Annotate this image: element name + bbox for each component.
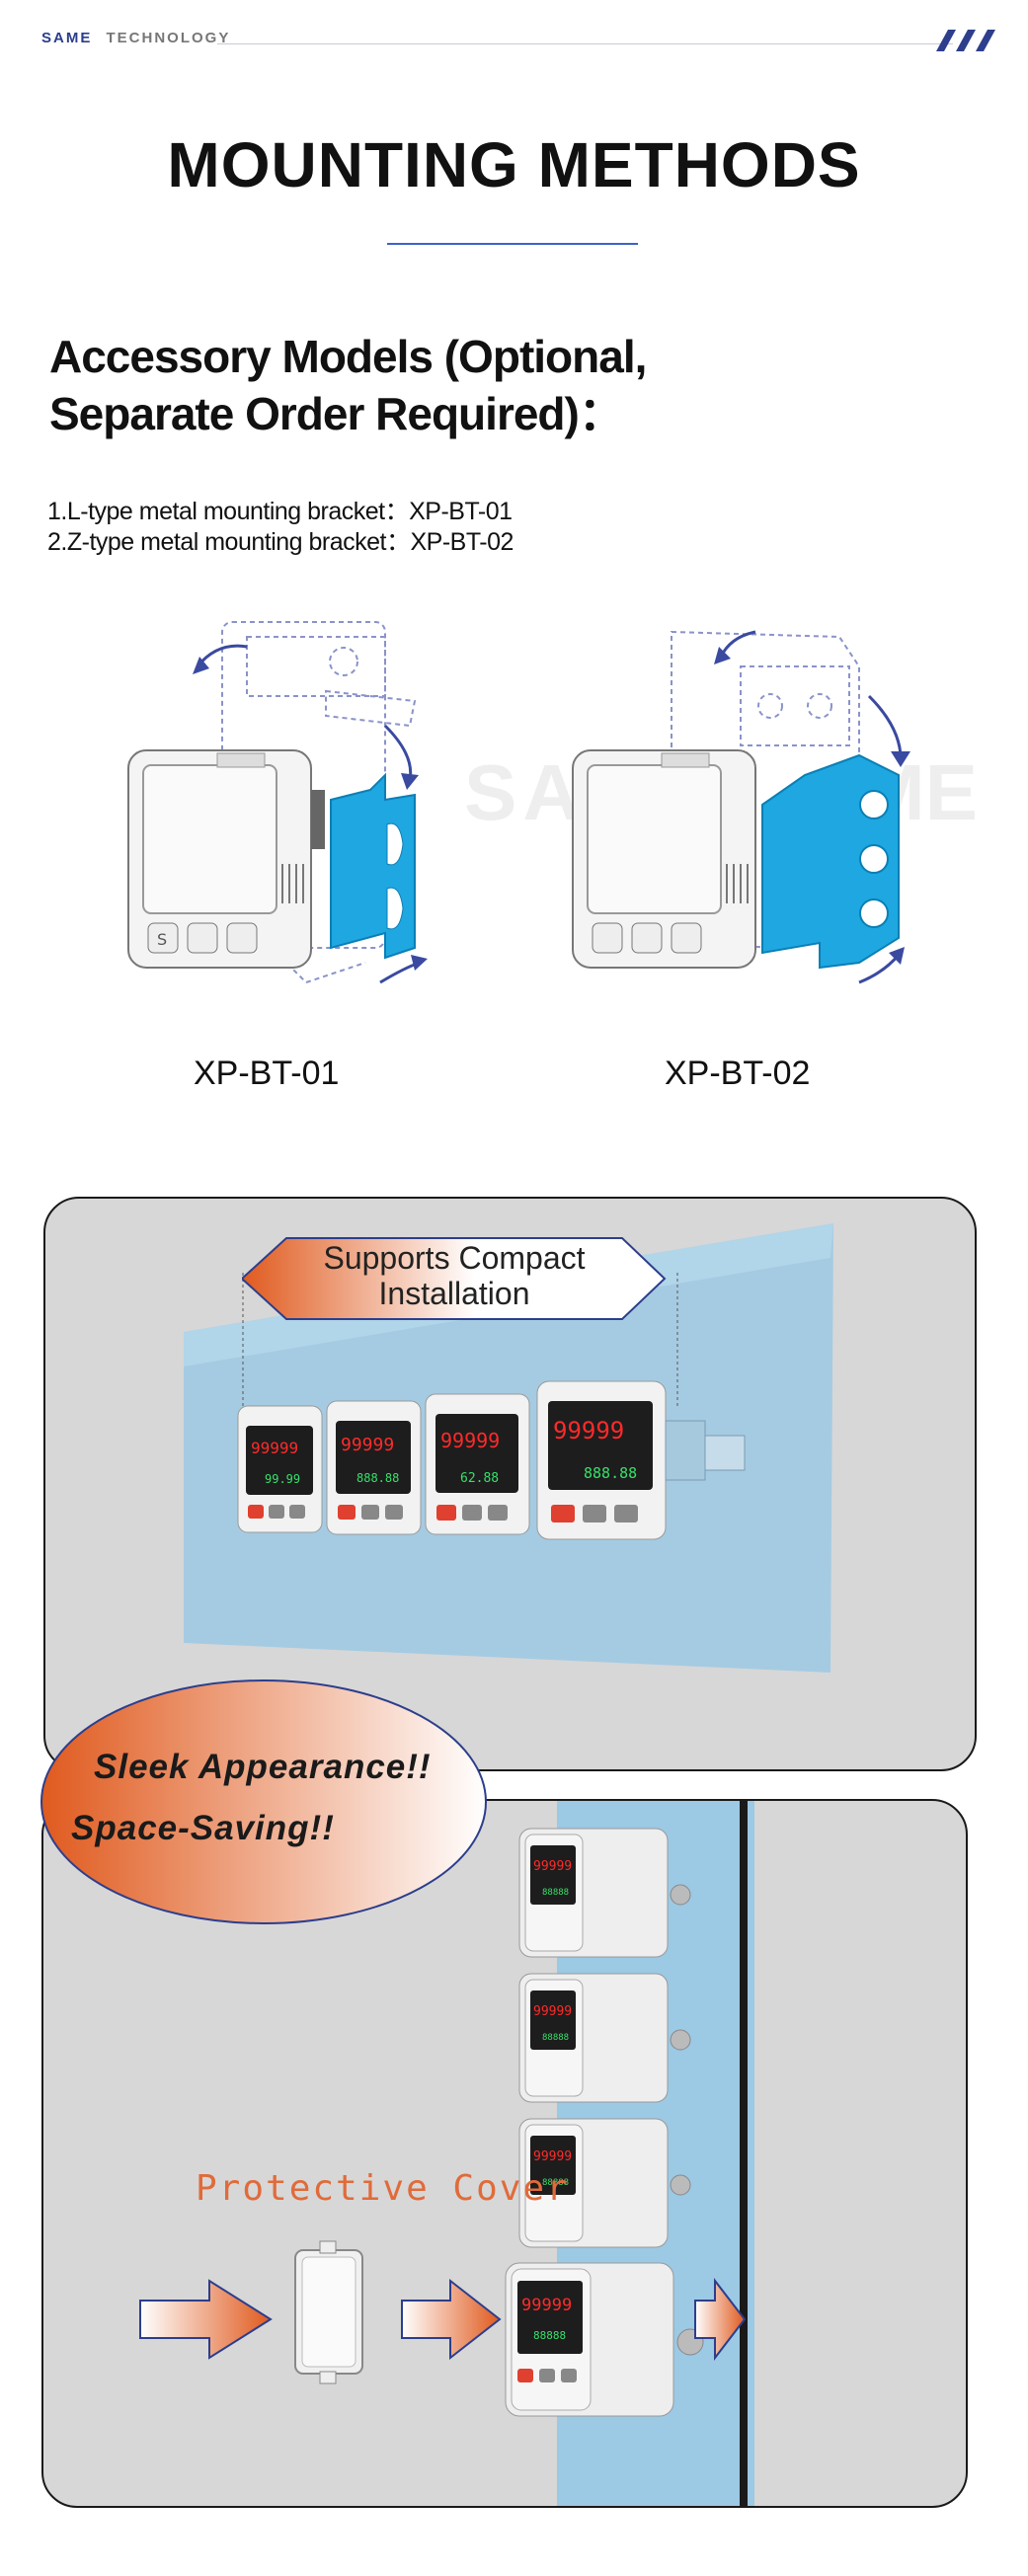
product-xp-bt-01-image: S [127,621,428,984]
sleek-installation-image: 99999 88888 99999 88888 99999 88888 [139,1801,754,2506]
svg-text:99999: 99999 [533,1859,572,1874]
protective-cover-image [294,2240,363,2384]
display-digits-4: 99999 [553,1417,624,1444]
sleek-badge [40,1679,487,1924]
sleek-badge-line2: Space-Saving!! [71,1809,335,1847]
sleek-badge-line1: Sleek Appearance!! [94,1748,432,1786]
page-title: MOUNTING METHODS [167,129,861,200]
svg-text:99999: 99999 [521,2296,572,2315]
compact-label-line2: Installation [378,1276,530,1311]
protective-cover-label: Protective Cover [196,2168,570,2209]
svg-text:88888: 88888 [542,2178,569,2188]
brand-logo: SAME TECHNOLOGY [41,30,230,46]
sub-digits-3: 62.88 [460,1471,499,1486]
model-label-xp-bt-02: XP-BT-02 [665,1054,811,1092]
accessory-heading-line2: Separate Order Required)： [49,388,624,439]
header-divider [217,43,953,44]
accessory-heading: Accessory Models (Optional, Separate Ord… [49,328,741,442]
display-digits-3: 99999 [440,1429,500,1452]
slashes-decoration-icon [936,30,995,51]
svg-text:88888: 88888 [542,2033,569,2043]
title-underline [387,243,638,245]
sub-digits-1: 99.99 [265,1472,300,1486]
accessory-heading-line1: Accessory Models (Optional, [49,331,647,382]
sub-digits-4: 888.88 [584,1464,637,1482]
svg-text:88888: 88888 [533,2329,566,2342]
svg-text:88888: 88888 [542,1888,569,1898]
brand-name: SAME [41,30,93,46]
bracket-illustrations: SAME ME S [127,621,978,984]
display-digits-2: 99999 [341,1435,394,1455]
model-label-xp-bt-01: XP-BT-01 [194,1054,340,1092]
device-row: 99999 99.99 99999 888.88 99999 62.88 [237,1380,746,1540]
sub-digits-2: 888.88 [356,1471,399,1485]
device-column: 99999 88888 99999 88888 99999 88888 [505,1828,704,2417]
compact-label-line1: Supports Compact [323,1240,586,1276]
svg-text:99999: 99999 [533,2149,572,2164]
product-xp-bt-02-image [572,630,910,984]
compact-label-text: Supports Compact Installation [257,1240,652,1311]
svg-text:99999: 99999 [533,2004,572,2019]
svg-text:S: S [157,930,167,949]
compact-label-badge [242,1237,667,1320]
display-digits-1: 99999 [251,1439,298,1457]
accessory-item-2: 2.Z-type metal mounting bracket：XP-BT-02 [47,528,514,556]
compact-installation-panel: 99999 99.99 99999 888.88 99999 62.88 [43,1197,977,1771]
accessory-list: 1.L-type metal mounting bracket：XP-BT-01… [47,497,514,558]
brand-tagline: TECHNOLOGY [106,30,231,46]
accessory-item-1: 1.L-type metal mounting bracket：XP-BT-01 [47,498,513,525]
